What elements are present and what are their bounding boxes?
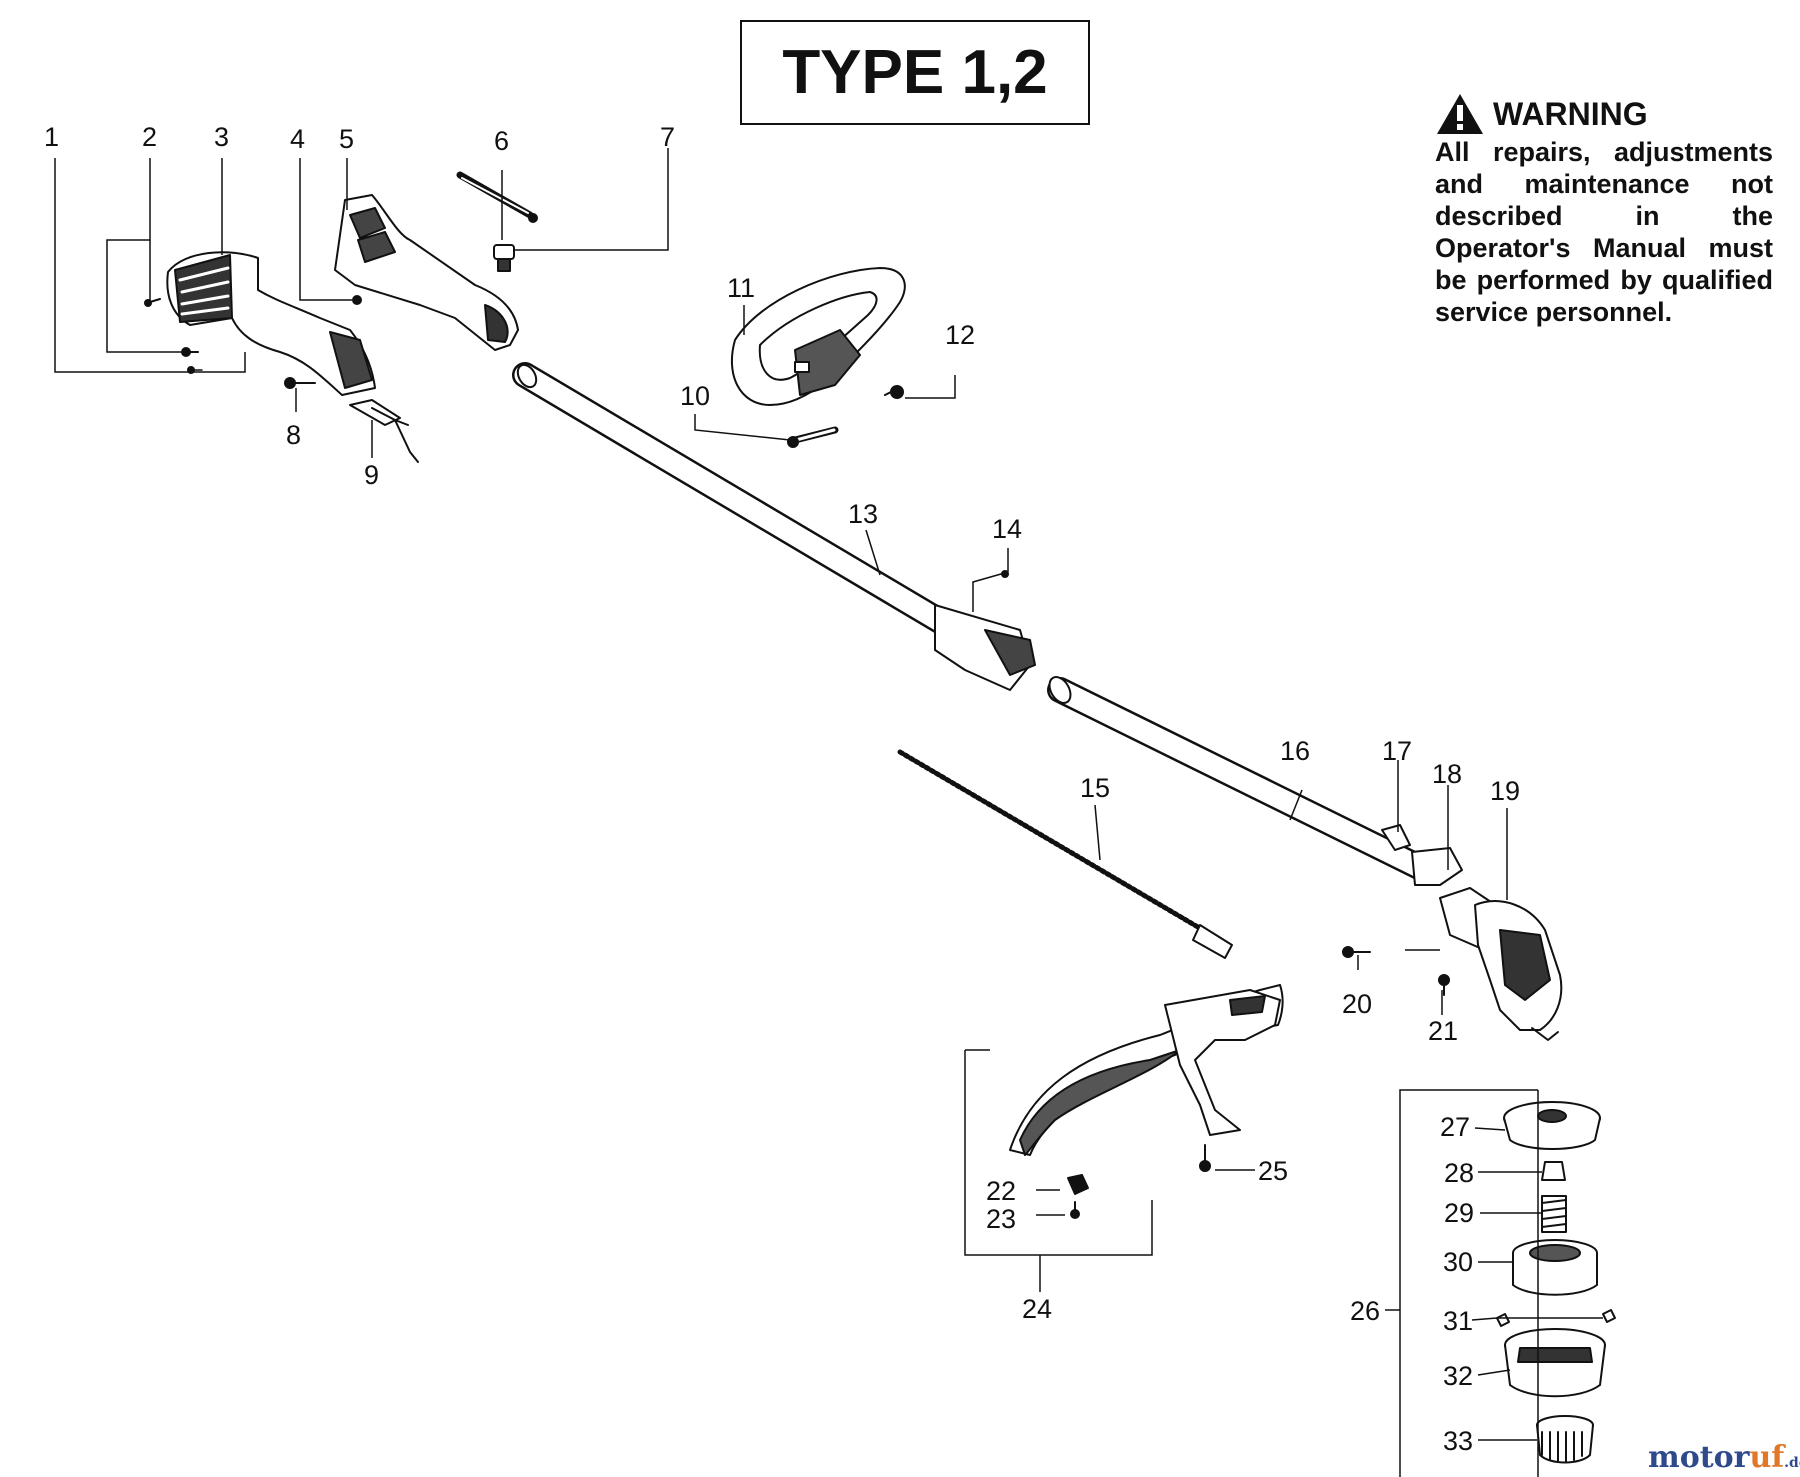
callout-10: 10 xyxy=(680,381,710,411)
callout-14: 14 xyxy=(992,514,1022,544)
part-24-shield xyxy=(1009,984,1284,1156)
callout-7: 7 xyxy=(660,122,675,152)
brand-logo: motoruf.de xyxy=(1648,1440,1800,1475)
part-11-loop-handle xyxy=(730,267,906,406)
part-5-bracket xyxy=(334,194,519,351)
warning-triangle-icon xyxy=(1437,94,1483,134)
callout-33: 33 xyxy=(1443,1426,1473,1456)
brand-accent: uf xyxy=(1749,1440,1785,1475)
callout-18: 18 xyxy=(1432,759,1462,789)
leader-lines xyxy=(54,148,1603,1477)
callout-24: 24 xyxy=(1022,1294,1052,1324)
callout-22: 22 xyxy=(986,1176,1016,1206)
callout-19: 19 xyxy=(1490,776,1520,806)
part-21-screw xyxy=(1438,974,1450,996)
part-31-eyelet-left xyxy=(1496,1313,1510,1327)
part-20-screw xyxy=(1342,946,1371,958)
callout-8: 8 xyxy=(286,420,301,450)
type-title: TYPE 1,2 xyxy=(782,38,1048,107)
brand-suffix: .de xyxy=(1784,1455,1800,1471)
part-30-spool xyxy=(1512,1239,1598,1296)
warning-heading: WARNING xyxy=(1493,96,1648,132)
callout-2: 2 xyxy=(142,122,157,152)
part-10-bolt xyxy=(787,426,839,448)
part-29-spring xyxy=(1541,1195,1567,1233)
part-25-bolt xyxy=(1199,1144,1211,1172)
callout-29: 29 xyxy=(1444,1198,1474,1228)
callout-16: 16 xyxy=(1280,736,1310,766)
part-7-knob xyxy=(493,244,515,272)
part-13-upper-shaft xyxy=(512,362,1036,691)
callout-11: 11 xyxy=(727,273,755,303)
callout-12: 12 xyxy=(945,320,975,350)
callout-21: 21 xyxy=(1428,1016,1458,1046)
part-32-housing xyxy=(1504,1328,1606,1398)
part-12-screw xyxy=(884,385,904,399)
type-title-box: TYPE 1,2 xyxy=(740,20,1090,125)
callout-1: 1 xyxy=(44,122,59,152)
callout-28: 28 xyxy=(1444,1158,1474,1188)
part-19-gearhead xyxy=(1439,887,1563,1041)
callout-5: 5 xyxy=(339,124,354,154)
callout-23: 23 xyxy=(986,1204,1016,1234)
part-4-screw xyxy=(352,295,362,305)
warning-heading-row: WARNING xyxy=(1435,92,1773,136)
callout-3: 3 xyxy=(214,122,229,152)
part-3-housing xyxy=(166,251,376,396)
part-16-lower-shaft xyxy=(1047,676,1463,886)
part-9-trigger xyxy=(349,399,419,463)
callout-31: 31 xyxy=(1443,1306,1473,1336)
part-28-eyelet xyxy=(1541,1161,1566,1181)
part-6-cable xyxy=(456,171,538,223)
part-33-knob xyxy=(1536,1415,1594,1464)
callout-labels: 1 2 3 4 5 6 7 8 9 10 11 12 13 14 15 16 1… xyxy=(44,122,1520,1456)
brand-main: motor xyxy=(1648,1440,1750,1475)
part-22-clip xyxy=(1067,1174,1089,1195)
part-15-drive-shaft xyxy=(897,749,1233,959)
part-8-screw xyxy=(284,377,316,389)
warning-text: All repairs, adjustments and maintenance… xyxy=(1435,137,1773,327)
callout-9: 9 xyxy=(364,460,379,490)
part-27-head-cover xyxy=(1503,1101,1601,1150)
callout-4: 4 xyxy=(290,124,305,154)
part-17-wing-nut xyxy=(1381,824,1411,851)
callout-17: 17 xyxy=(1382,736,1412,766)
callout-32: 32 xyxy=(1443,1361,1473,1391)
callout-15: 15 xyxy=(1080,773,1110,803)
part-31-eyelet-right xyxy=(1602,1309,1616,1323)
callout-27: 27 xyxy=(1440,1112,1470,1142)
warning-notice: WARNING All repairs, adjustments and mai… xyxy=(1435,92,1773,328)
callout-26: 26 xyxy=(1350,1296,1380,1326)
callout-13: 13 xyxy=(848,499,878,529)
callout-25: 25 xyxy=(1258,1156,1288,1186)
part-23-screw xyxy=(1070,1201,1080,1219)
callout-20: 20 xyxy=(1342,989,1372,1019)
callout-6: 6 xyxy=(494,126,509,156)
callout-30: 30 xyxy=(1443,1247,1473,1277)
